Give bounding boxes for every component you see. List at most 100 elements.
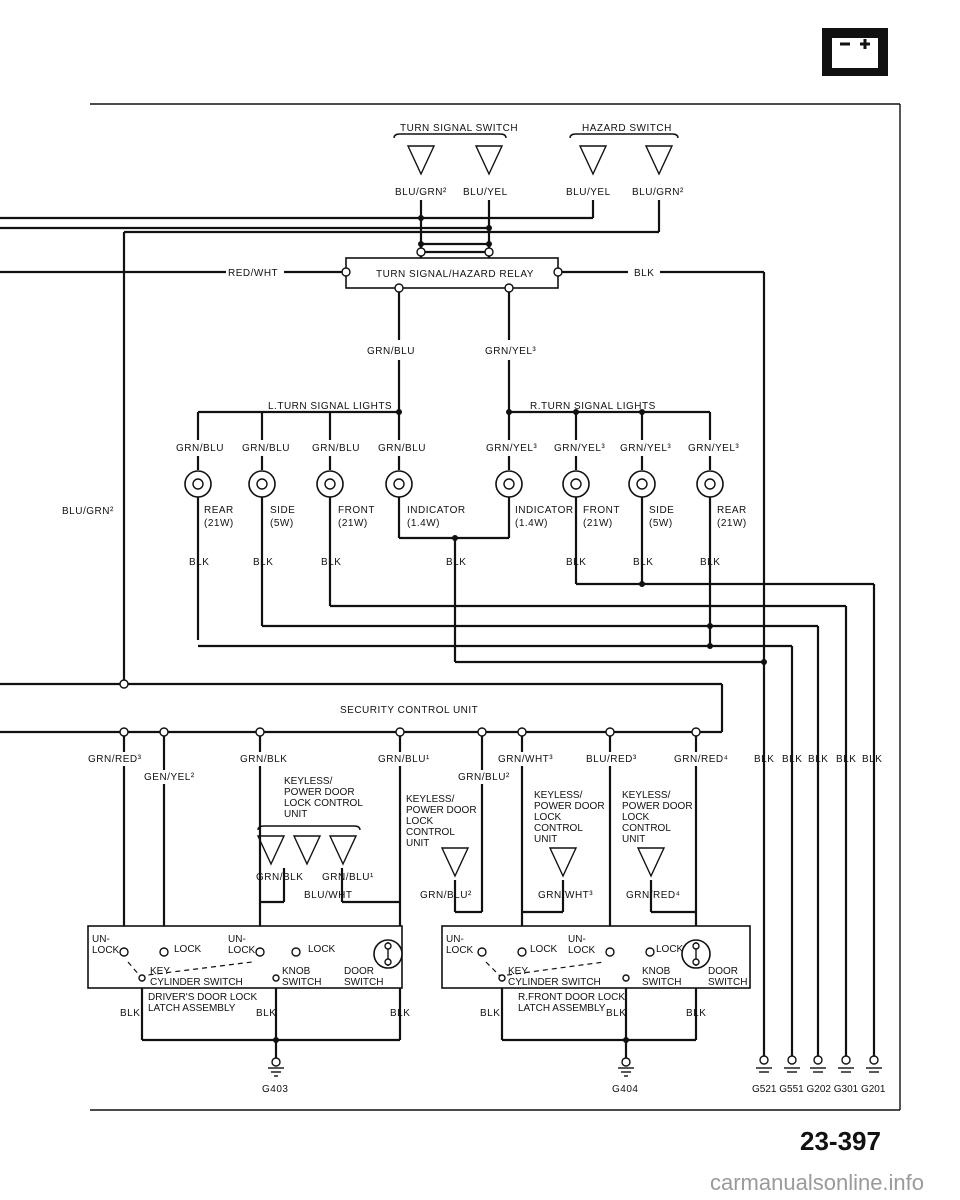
ground-icon: [838, 1055, 854, 1073]
left-ground-4: BLK: [446, 557, 466, 568]
right-wire-2-label: GRN/YEL³: [554, 443, 605, 454]
driver-door-switch-label: DOOR: [344, 966, 374, 977]
right-bulb-2-name: FRONT: [583, 505, 620, 516]
right-bulb-3-name: SIDE: [649, 505, 674, 516]
switch-terminal-icon: [578, 145, 608, 176]
connector-terminal-icon: [440, 847, 470, 878]
wire-grn-red-label: GRN/RED³: [88, 754, 142, 765]
hazard-switch-label: HAZARD SWITCH: [582, 123, 672, 134]
front-blk-2: BLK: [606, 1008, 626, 1019]
ground-icon: [866, 1055, 882, 1073]
front-unlock2-label-2: LOCK: [568, 945, 596, 956]
blk-wire-3: BLK: [808, 754, 828, 765]
door-switch-icon: [373, 939, 403, 969]
keyless-unit-4-line-2: POWER DOOR: [622, 801, 693, 812]
wire-grn-red4-label: GRN/RED⁴: [674, 754, 728, 765]
turn-signal-switch-label: TURN SIGNAL SWITCH: [400, 123, 518, 134]
switch-terminal-icon: [644, 145, 674, 176]
relay-ground-wire-label: BLK: [634, 268, 654, 279]
left-bulb-3-watt: (21W): [338, 518, 368, 529]
bulb-icon: [495, 470, 523, 498]
door-switch-icon: [681, 939, 711, 969]
keyless-unit-3: KEYLESS/ POWER DOOR LOCK CONTROL UNIT GR…: [522, 790, 605, 914]
driver-door-switch-label-2: SWITCH: [344, 977, 383, 988]
right-bulb-2-watt: (21W): [583, 518, 613, 529]
right-lights-title: R.TURN SIGNAL LIGHTS: [530, 401, 656, 412]
driver-blk-2: BLK: [256, 1008, 276, 1019]
ground-g403: G403: [262, 1084, 288, 1095]
switch-terminal-icon: [474, 145, 504, 176]
right-ground-3: BLK: [700, 557, 720, 568]
battery-icon: [822, 28, 888, 76]
keyless-unit-1-line-4: UNIT: [284, 809, 307, 820]
keyless-unit-1-wire-1: GRN/BLK: [256, 872, 303, 883]
right-bulb-1-watt: (1.4W): [515, 518, 548, 529]
bulb-icon: [628, 470, 656, 498]
left-wire-1-label: GRN/BLU: [176, 443, 224, 454]
blk-wire-4: BLK: [836, 754, 856, 765]
keyless-unit-1: KEYLESS/ POWER DOOR LOCK CONTROL UNIT GR…: [256, 776, 400, 904]
ground-g404: G404: [612, 1084, 638, 1095]
blk-wire-2: BLK: [782, 754, 802, 765]
front-assembly-title: R.FRONT DOOR LOCK: [518, 992, 625, 1003]
turn-wire-1-label: BLU/GRN²: [395, 187, 447, 198]
blk-wire-1: BLK: [754, 754, 774, 765]
right-ground-2: BLK: [633, 557, 653, 568]
keyless-unit-2-line-2: POWER DOOR: [406, 805, 477, 816]
driver-key-cylinder-label: KEY: [150, 966, 170, 977]
front-blk-1: BLK: [480, 1008, 500, 1019]
right-bulb-3-watt: (5W): [649, 518, 673, 529]
driver-knob-switch-label: KNOB: [282, 966, 311, 977]
relay-label: TURN SIGNAL/HAZARD RELAY: [376, 269, 534, 280]
ground-icon: [810, 1055, 826, 1073]
left-wire-2-label: GRN/BLU: [242, 443, 290, 454]
ground-symbols: G403 G404: [262, 1055, 886, 1095]
left-bulb-2-watt: (5W): [270, 518, 294, 529]
diagram-frame: [90, 103, 901, 1111]
hazard-wire-2-label: BLU/GRN²: [632, 187, 684, 198]
driver-unlock2-label: UN-: [228, 934, 246, 945]
keyless-unit-3-line-5: UNIT: [534, 834, 557, 845]
page-number: 23-397: [800, 1126, 881, 1156]
connector-terminal-icon: [256, 835, 286, 866]
left-ground-1: BLK: [189, 557, 209, 568]
keyless-unit-4-wire: GRN/RED⁴: [626, 890, 680, 901]
front-unlock-label-2: LOCK: [446, 945, 474, 956]
driver-unlock-label: UN-: [92, 934, 110, 945]
watermark: carmanualsonline.info: [710, 1170, 924, 1195]
ground-right-group: G521 G551 G202 G301 G201: [752, 1084, 886, 1095]
right-ground-1: BLK: [566, 557, 586, 568]
driver-unlock-label-2: LOCK: [92, 945, 120, 956]
driver-door-lock-assembly: UN- LOCK LOCK UN- LOCK LOCK KEY CYLINDER…: [87, 925, 410, 1058]
ground-icon: [268, 1057, 284, 1077]
keyless-unit-1-line-1: KEYLESS/: [284, 776, 333, 787]
keyless-unit-1-line-3: LOCK CONTROL: [284, 798, 363, 809]
keyless-unit-4-line-1: KEYLESS/: [622, 790, 671, 801]
bulb-icon: [385, 470, 413, 498]
keyless-unit-4-line-4: CONTROL: [622, 823, 671, 834]
bulb-icon: [316, 470, 344, 498]
left-bulb-4-name: INDICATOR: [407, 505, 466, 516]
left-bulb-3-name: FRONT: [338, 505, 375, 516]
left-bulb-1-name: REAR: [204, 505, 234, 516]
keyless-unit-3-line-2: POWER DOOR: [534, 801, 605, 812]
relay-input-wire-label: RED/WHT: [228, 268, 278, 279]
relay-out-right-label: GRN/YEL³: [485, 346, 536, 357]
side-wire-label: BLU/GRN²: [62, 506, 114, 517]
left-bulb-2-name: SIDE: [270, 505, 295, 516]
bulb-icon: [696, 470, 724, 498]
security-title: SECURITY CONTROL UNIT: [340, 705, 478, 716]
turn-signal-hazard-relay: TURN SIGNAL/HAZARD RELAY RED/WHT BLK GRN…: [0, 257, 766, 1056]
keyless-unit-2-line-5: UNIT: [406, 838, 429, 849]
relay-out-left-label: GRN/BLU: [367, 346, 415, 357]
switch-wiring: BLU/GRN²: [0, 200, 661, 684]
left-ground-3: BLK: [321, 557, 341, 568]
front-assembly-title-2: LATCH ASSEMBLY: [518, 1003, 606, 1014]
switch-terminal-icon: [406, 145, 436, 176]
ground-bus: [198, 581, 876, 1056]
blk-wire-5: BLK: [862, 754, 882, 765]
keyless-unit-4-line-5: UNIT: [622, 834, 645, 845]
ground-icon: [618, 1057, 634, 1077]
driver-blk-3: BLK: [390, 1008, 410, 1019]
